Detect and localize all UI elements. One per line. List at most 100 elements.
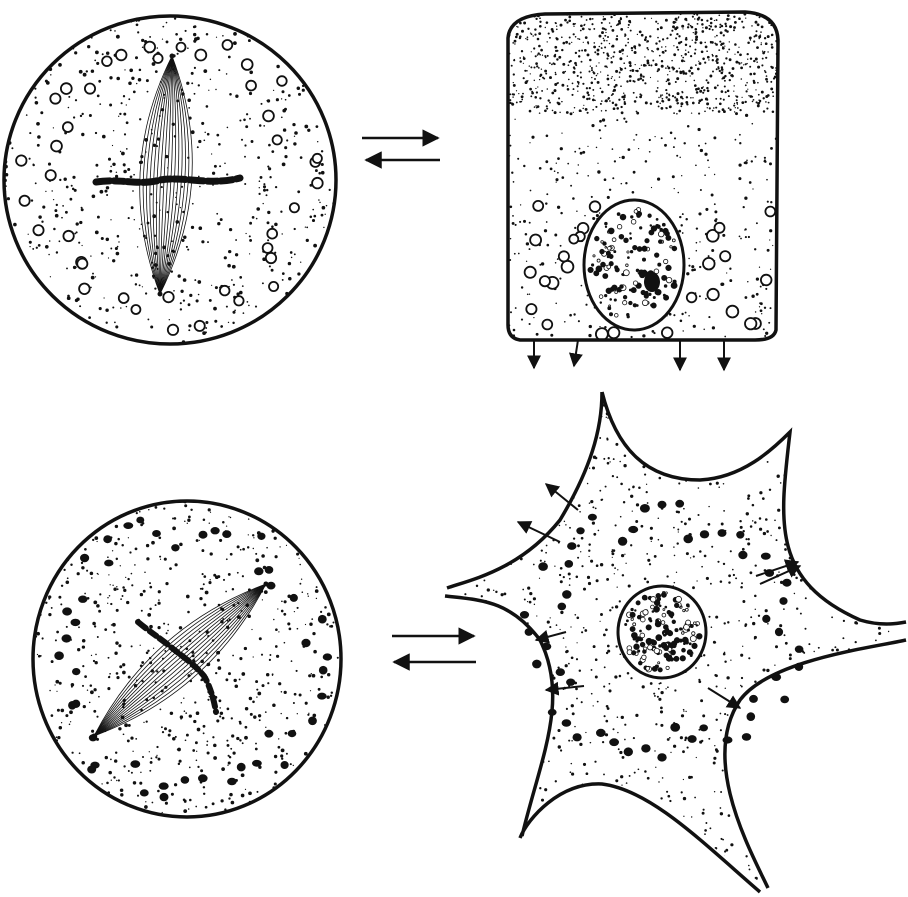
granule	[159, 782, 169, 789]
granule	[195, 50, 206, 61]
granule	[153, 54, 162, 63]
spindle-fiber	[94, 584, 266, 736]
granule	[565, 560, 574, 568]
spindle-fiber	[94, 584, 266, 736]
granule	[779, 597, 787, 605]
granule	[318, 615, 327, 624]
granule	[308, 717, 317, 726]
granule	[736, 531, 744, 539]
granule	[738, 551, 747, 559]
granule	[51, 141, 62, 152]
granule	[54, 651, 64, 660]
granule	[171, 544, 179, 551]
granule	[526, 304, 536, 314]
granule	[562, 590, 571, 599]
granule	[104, 560, 113, 567]
granule	[130, 760, 140, 768]
granule	[227, 778, 237, 785]
granule	[87, 766, 96, 774]
granule	[77, 259, 87, 269]
granule	[290, 594, 298, 602]
granule	[540, 276, 550, 286]
granule	[220, 286, 230, 296]
granule	[78, 596, 87, 603]
nucleus	[584, 200, 684, 330]
granule	[567, 542, 576, 550]
granule	[62, 634, 72, 642]
spindle-fiber	[94, 584, 266, 736]
granule	[140, 789, 149, 796]
granule	[558, 603, 567, 611]
granule	[242, 59, 253, 70]
nucleolus	[644, 272, 660, 292]
granule	[252, 760, 262, 767]
granule	[775, 628, 783, 636]
granule	[618, 537, 627, 546]
spindle-fiber	[94, 584, 266, 736]
spindle-fiber	[94, 584, 266, 736]
spindle-fiber	[94, 584, 266, 736]
granule	[703, 258, 715, 270]
spindle-fiber	[94, 584, 266, 736]
granule	[675, 500, 684, 508]
granule	[683, 535, 693, 544]
granule	[780, 696, 789, 704]
granule	[707, 289, 718, 300]
granule	[641, 744, 650, 752]
granule	[152, 530, 161, 537]
granule	[761, 275, 772, 286]
granule	[520, 611, 529, 619]
spindle-fiber	[94, 584, 266, 736]
granule	[542, 320, 552, 330]
granule	[198, 774, 208, 782]
granule	[264, 730, 273, 738]
granule	[290, 203, 299, 212]
granule	[168, 325, 178, 335]
granule	[288, 730, 297, 737]
secretion-arrow	[708, 688, 740, 708]
granule	[700, 530, 709, 538]
granule	[533, 201, 543, 211]
panel-secretory-cell	[508, 12, 780, 370]
granule	[63, 231, 73, 241]
granule	[50, 94, 60, 104]
granule	[131, 305, 140, 314]
granule	[313, 154, 322, 163]
granule	[62, 607, 72, 615]
granule	[317, 693, 326, 700]
solid-granules	[54, 517, 332, 802]
granule	[319, 666, 328, 675]
granule	[657, 753, 666, 761]
granule	[628, 526, 638, 533]
spindle-fiber	[94, 584, 266, 736]
granule	[222, 530, 231, 538]
granule	[61, 83, 72, 94]
granule	[590, 201, 601, 212]
granule	[624, 747, 633, 756]
granule	[795, 646, 804, 653]
granule	[562, 261, 574, 273]
spindle-fiber	[94, 584, 266, 736]
granule	[223, 40, 233, 50]
granule	[608, 327, 619, 338]
granule	[559, 251, 569, 261]
granule	[715, 223, 725, 233]
spindle-fiber	[94, 584, 266, 736]
granule	[742, 733, 751, 741]
granule	[16, 155, 26, 165]
granule	[273, 135, 282, 144]
granule	[782, 579, 791, 587]
granule	[640, 504, 650, 513]
granule	[281, 761, 289, 769]
granule	[761, 553, 771, 560]
granule	[46, 170, 56, 180]
granule	[257, 533, 265, 540]
granule	[662, 327, 673, 338]
granule	[687, 293, 697, 303]
granule	[566, 679, 575, 686]
granule	[71, 619, 81, 626]
granule	[234, 296, 243, 305]
granule	[79, 284, 90, 295]
granule	[609, 738, 619, 746]
